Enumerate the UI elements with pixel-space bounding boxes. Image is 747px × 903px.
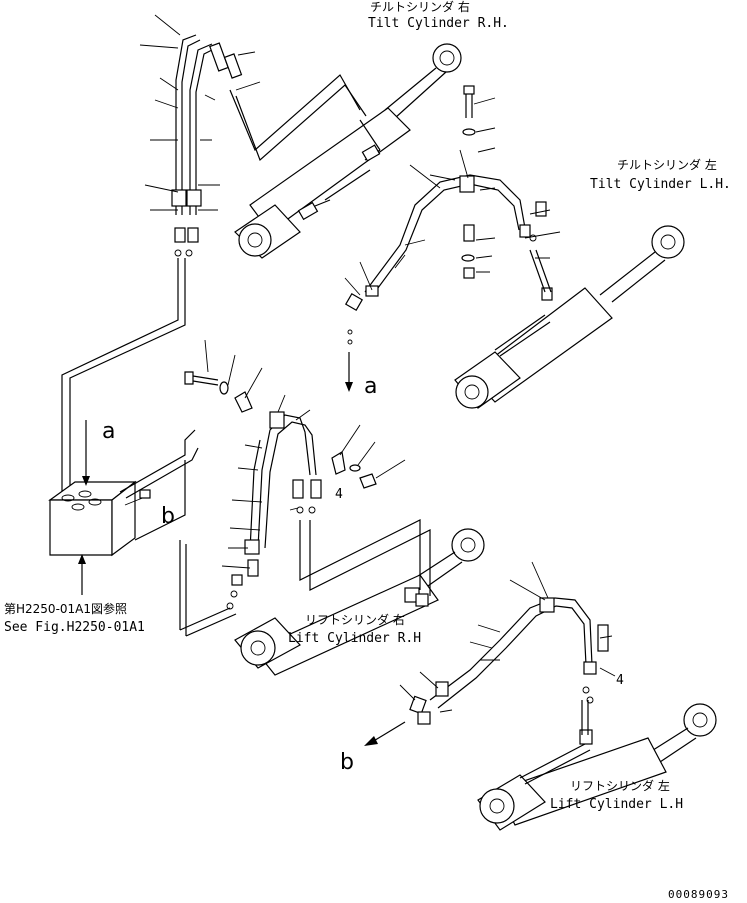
lift-cylinder-rh: [234, 528, 485, 676]
lift-rh-hoses: [134, 339, 431, 637]
tilt-rh-hoses: [61, 14, 367, 492]
lift-rh-label-jp: リフトシリンダ 右: [305, 612, 405, 627]
number-4-lift-rh: 4: [335, 487, 343, 502]
marker-a-tilt: a: [364, 374, 377, 399]
tilt-rh-bolt: [462, 85, 496, 153]
tilt-lh-label-jp: チルトシリンダ 左: [617, 157, 717, 172]
lift-lh-label-en: Lift Cylinder L.H: [550, 797, 683, 812]
marker-b-valve: b: [161, 504, 175, 529]
lift-cylinder-lh: [477, 703, 717, 831]
tilt-rh-label-jp: チルトシリンダ 右: [370, 0, 470, 14]
drawing-id: 00089093: [668, 888, 729, 901]
tilt-lh-label-en: Tilt Cylinder L.H.: [590, 177, 731, 192]
ref-label-jp: 第H2250-01A1図参照: [4, 601, 127, 616]
valve-block: [48, 420, 199, 595]
tilt-rh-label-en: Tilt Cylinder R.H.: [368, 16, 509, 31]
marker-a-valve: a: [102, 419, 115, 444]
ref-label-en: See Fig.H2250-01A1: [4, 620, 145, 635]
lift-rh-label-en: Lift Cylinder R.H: [288, 631, 421, 646]
tilt-cylinder-rh: [234, 43, 462, 259]
tilt-cylinder-lh: [454, 225, 685, 409]
number-4-lift-lh: 4: [616, 673, 624, 688]
tilt-lh-hoses: [344, 149, 561, 392]
lift-lh-label-jp: リフトシリンダ 左: [570, 778, 670, 793]
marker-b-lift: b: [340, 750, 354, 775]
lift-lh-hoses: [364, 561, 616, 746]
